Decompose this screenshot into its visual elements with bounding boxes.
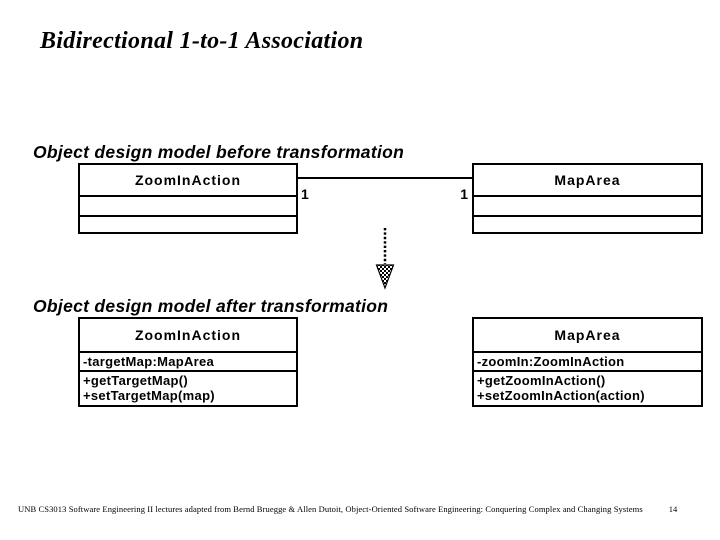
multiplicity-right: 1	[460, 186, 468, 202]
slide-title: Bidirectional 1-to-1 Association	[40, 28, 364, 54]
uml-class-after-zoominaction: ZoomInAction -targetMap:MapArea +getTarg…	[78, 317, 298, 407]
attribute: -targetMap:MapArea	[83, 354, 215, 369]
attributes-compartment-empty	[80, 195, 296, 215]
attributes-compartment: -zoomIn:ZoomInAction	[474, 351, 701, 370]
multiplicity-left: 1	[301, 186, 309, 202]
class-name: MapArea	[554, 172, 621, 188]
method: +setTargetMap(map)	[83, 388, 215, 403]
heading-after-transformation: Object design model after transformation	[33, 296, 389, 316]
heading-before-transformation: Object design model before transformatio…	[33, 142, 405, 162]
methods-compartment: +getZoomInAction() +setZoomInAction(acti…	[474, 370, 701, 405]
methods-compartment-empty	[474, 215, 701, 232]
footer-attribution: UNB CS3013 Software Engineering II lectu…	[18, 504, 643, 514]
method: +getZoomInAction()	[477, 373, 606, 388]
association-line	[298, 177, 472, 179]
attributes-compartment: -targetMap:MapArea	[80, 351, 296, 370]
uml-class-before-maparea: MapArea	[472, 163, 703, 234]
class-name: ZoomInAction	[134, 172, 242, 188]
attributes-compartment-empty	[474, 195, 701, 215]
methods-compartment: +getTargetMap() +setTargetMap(map)	[80, 370, 296, 405]
class-name: ZoomInAction	[134, 327, 242, 343]
methods-compartment-empty	[80, 215, 296, 232]
method: +setZoomInAction(action)	[477, 388, 645, 403]
transformation-arrow-icon	[375, 228, 395, 290]
uml-class-after-maparea: MapArea -zoomIn:ZoomInAction +getZoomInA…	[472, 317, 703, 407]
method: +getTargetMap()	[83, 373, 189, 388]
class-name: MapArea	[554, 327, 621, 343]
attribute: -zoomIn:ZoomInAction	[477, 354, 625, 369]
page-number: 14	[668, 504, 678, 514]
uml-class-before-zoominaction: ZoomInAction	[78, 163, 298, 234]
